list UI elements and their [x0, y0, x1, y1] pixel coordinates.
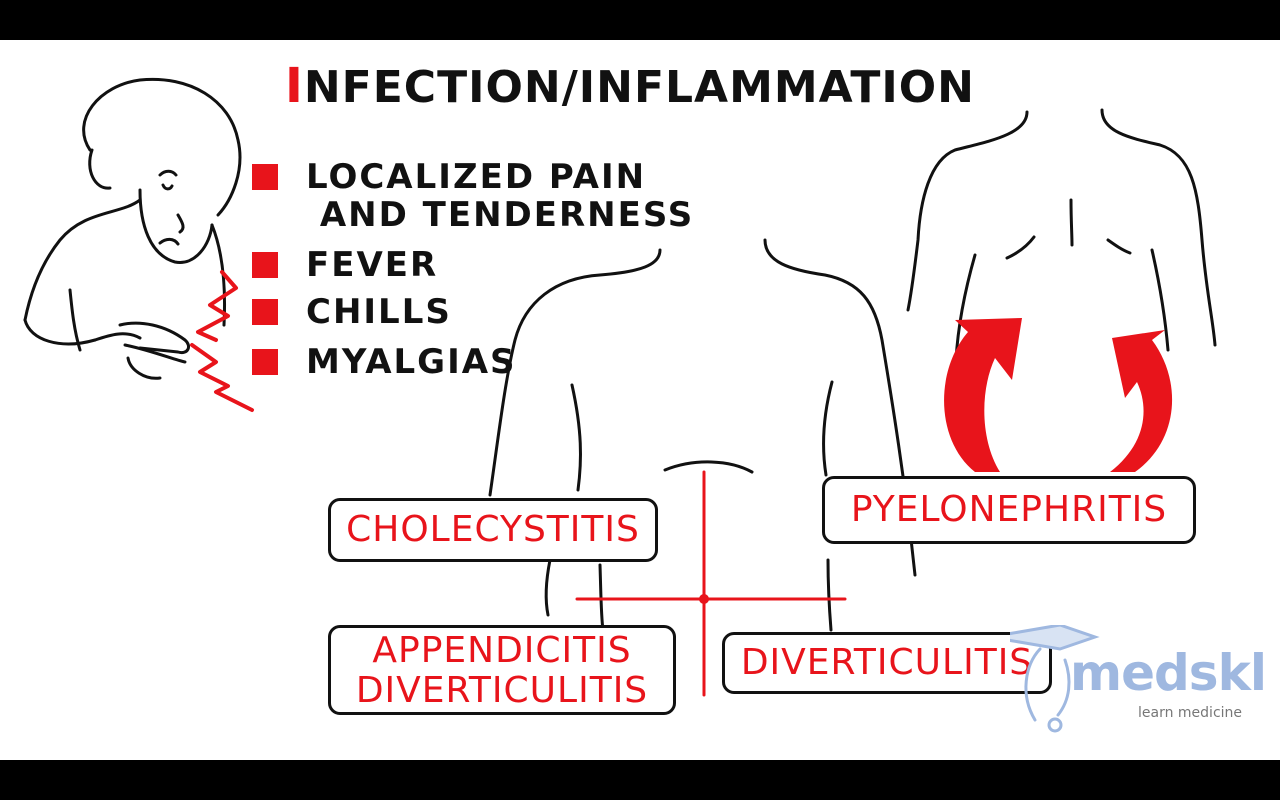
bullet-square-icon: [252, 164, 278, 190]
kidney-pain-left-arrow-icon: [944, 318, 1022, 472]
bullet-square-icon: [252, 299, 278, 325]
logo-tagline: learn medicine: [1138, 705, 1243, 721]
page-title: INFECTION/INFLAMMATION: [285, 58, 975, 114]
pain-lightning-icon: [196, 270, 238, 342]
quadrant-center-dot: [699, 594, 709, 604]
pain-lightning-icon: [190, 343, 254, 412]
graduate-head-icon: [1010, 625, 1100, 733]
patient-figure: [23, 77, 242, 380]
symptom-text: LOCALIZED PAIN AND TENDERNESS: [306, 157, 695, 235]
symptom-text: CHILLS: [306, 292, 452, 332]
illustration: [23, 77, 1217, 697]
label-cholecystitis: CHOLECYSTITIS: [328, 498, 658, 562]
symptom-text: FEVER: [306, 245, 439, 285]
kidney-pain-right-arrow-icon: [1110, 330, 1173, 472]
title-rest: NFECTION/INFLAMMATION: [303, 62, 975, 113]
label-appendicitis-diverticulitis: APPENDICITIS DIVERTICULITIS: [328, 625, 676, 715]
bullet-square-icon: [252, 252, 278, 278]
symptom-text: MYALGIAS: [306, 342, 517, 382]
slide-canvas: INFECTION/INFLAMMATION LOCALIZED PAIN AN…: [0, 40, 1280, 760]
back-torso: [906, 108, 1217, 362]
title-first-letter: I: [285, 58, 304, 114]
logo-wordmark: medskl: [1070, 644, 1267, 702]
bullet-square-icon: [252, 349, 278, 375]
label-diverticulitis: DIVERTICULITIS: [722, 632, 1052, 694]
label-pyelonephritis: PYELONEPHRITIS: [822, 476, 1196, 544]
medskl-logo: medskl learn medicine: [1010, 625, 1267, 735]
